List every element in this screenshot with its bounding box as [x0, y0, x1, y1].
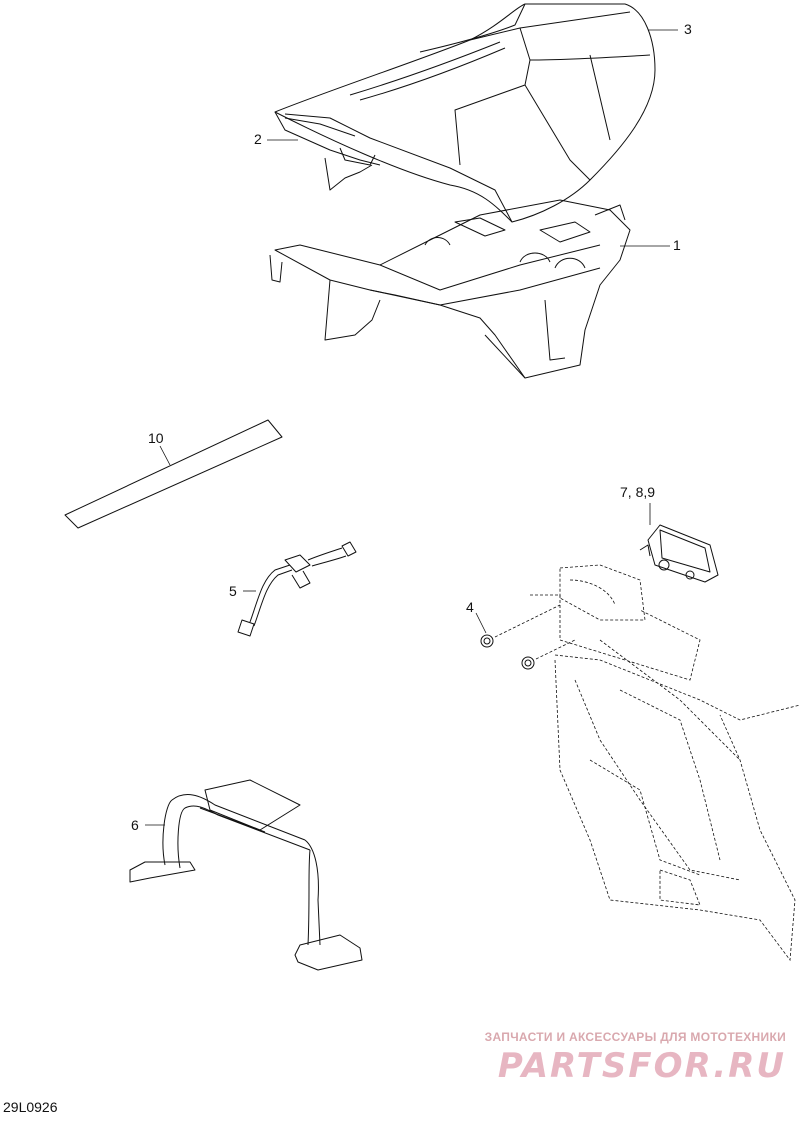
- callout-3: 3: [684, 21, 692, 37]
- grab-handle-part-6: [129, 779, 363, 971]
- seat-front-part-2: [274, 111, 381, 191]
- seat-base-part-1: [269, 199, 631, 379]
- watermark-tagline: ЗАПЧАСТИ И АКСЕССУАРЫ ДЛЯ МОТОТЕХНИКИ: [484, 1030, 786, 1044]
- callout-labels: 3 2 1 10 7, 8,9 4 5 6: [131, 21, 692, 833]
- callout-2: 2: [254, 131, 262, 147]
- document-id: 29L0926: [3, 1099, 58, 1115]
- callout-7-8-9: 7, 8,9: [620, 484, 655, 500]
- callout-6: 6: [131, 817, 139, 833]
- tail-light-parts-7-8-9: [530, 524, 800, 962]
- leader-lines: [145, 29, 678, 826]
- seat-cushion-part-3: [274, 3, 656, 223]
- callout-4: 4: [466, 599, 474, 615]
- callout-1: 1: [673, 237, 681, 253]
- callout-5: 5: [229, 583, 237, 599]
- strip-part-10: [64, 419, 283, 529]
- nuts-part-4: [480, 604, 576, 670]
- watermark: ЗАПЧАСТИ И АКСЕССУАРЫ ДЛЯ МОТОТЕХНИКИ PA…: [485, 1030, 786, 1086]
- wiring-harness-part-5: [237, 541, 357, 637]
- callout-10: 10: [148, 430, 164, 446]
- watermark-logo: PARTSFOR.RU: [497, 1046, 786, 1086]
